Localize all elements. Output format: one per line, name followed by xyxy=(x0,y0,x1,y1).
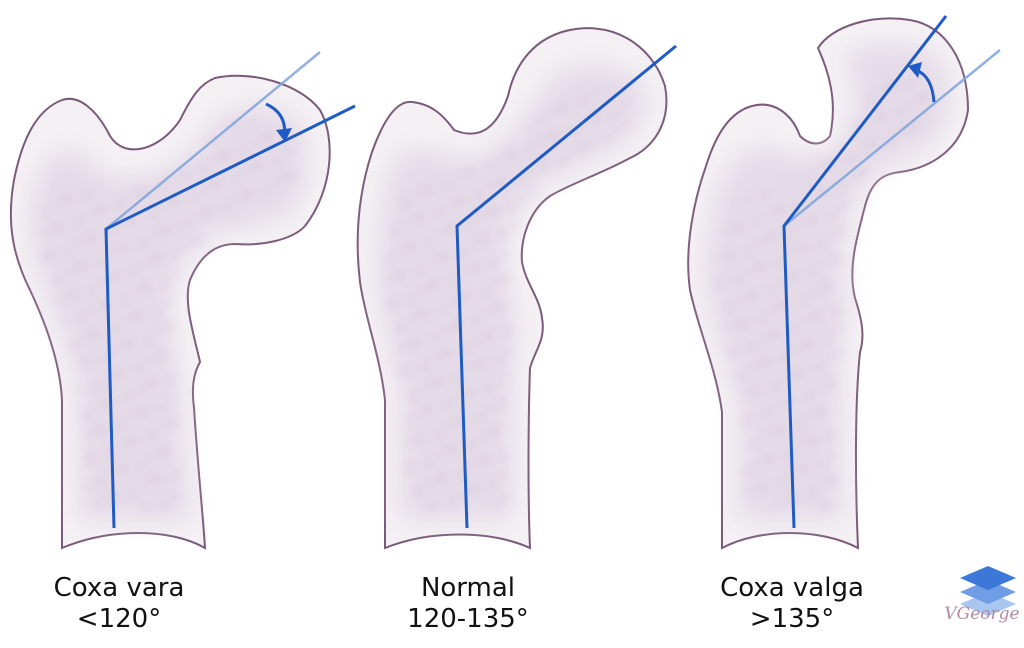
coxa-vara-caption: Coxa vara <120° xyxy=(0,573,239,635)
watermark-signature: VGeorge xyxy=(944,604,1020,624)
normal-angle-label: 120-135° xyxy=(407,604,529,634)
stacked-layers-logo-icon xyxy=(960,566,1016,616)
normal-axis-lines xyxy=(455,44,677,529)
coxa-vara-panel xyxy=(9,51,356,550)
coxa-vara-angle-label: <120° xyxy=(76,604,162,634)
coxa-valga-label: Coxa valga xyxy=(720,573,864,603)
coxa-vara-label: Coxa vara xyxy=(53,573,185,603)
coxa-valga-caption: Coxa valga >135° xyxy=(672,573,912,635)
normal-label: Normal xyxy=(420,573,516,603)
coxa-valga-panel xyxy=(687,15,1001,550)
coxa-valga-arrowhead xyxy=(908,62,922,78)
normal-panel xyxy=(356,27,677,550)
normal-caption: Normal 120-135° xyxy=(348,573,588,635)
coxa-vara-trabecular-texture xyxy=(29,105,309,520)
coxa-vara-arrowhead xyxy=(276,128,292,142)
coxa-vara-axis-lines xyxy=(104,104,356,529)
normal-trabecular-texture xyxy=(377,63,646,521)
coxa-valga-axis-lines xyxy=(782,15,948,529)
coxa-valga-angle-label: >135° xyxy=(749,604,835,634)
coxa-valga-trabecular-texture xyxy=(704,43,950,520)
coxa-valga-reference-line xyxy=(783,49,1001,227)
coxa-vara-reference-line xyxy=(105,51,321,230)
